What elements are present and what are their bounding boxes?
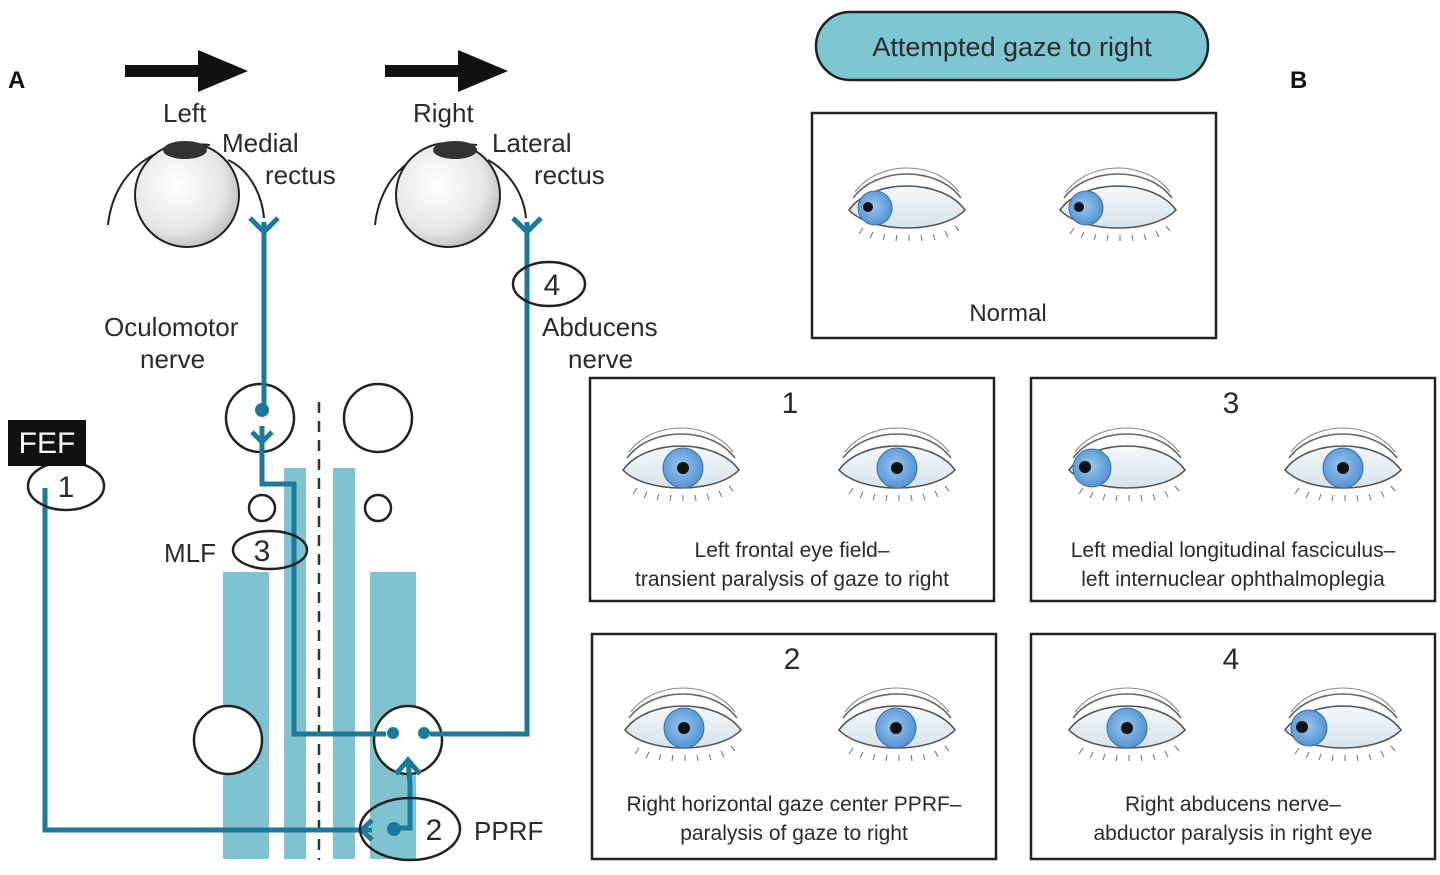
right-eye-label: Right <box>413 98 474 128</box>
lesion-number-3: 3 <box>254 535 271 568</box>
lateral-rectus-label-2: rectus <box>534 160 605 190</box>
case-box-3 <box>1029 376 1437 603</box>
left-eyeball <box>107 141 265 248</box>
pprf-label: PPRF <box>474 816 543 846</box>
case3-right-eye <box>1284 427 1402 502</box>
case4-right-eye <box>1284 687 1402 762</box>
case-caption-1-line2: transient paralysis of gaze to right <box>635 568 949 591</box>
panel-b-title: Attempted gaze to right <box>872 32 1152 62</box>
case-number-1: 1 <box>782 387 799 420</box>
lesion-ring-3 <box>231 529 309 571</box>
gaze-pathway <box>42 216 543 842</box>
fef-box <box>8 420 86 466</box>
abducens-label-2: nerve <box>568 344 633 374</box>
left-eye-label: Left <box>163 98 207 128</box>
medial-rectus-label-2: rectus <box>265 160 336 190</box>
panel-b: B Attempted gaze to right Normal 1 <box>588 10 1437 861</box>
oculomotor-label-2: nerve <box>140 344 205 374</box>
left-small-nucleus <box>247 493 277 523</box>
case1-right-eye <box>838 427 956 502</box>
case1-left-eye <box>622 427 740 502</box>
right-small-nucleus <box>363 493 393 523</box>
case-caption-2-line1: Right horizontal gaze center PPRF– <box>626 793 961 816</box>
case-caption-2-line2: paralysis of gaze to right <box>680 822 908 845</box>
right-oculomotor-nucleus <box>342 382 414 454</box>
abducens-cell-body-2 <box>418 727 430 739</box>
case3-left-eye <box>1068 427 1186 502</box>
case-box-1 <box>588 376 996 603</box>
medial-rectus-label-1: Medial <box>222 128 299 158</box>
case2-right-eye <box>838 687 956 762</box>
normal-right-eye <box>1059 167 1177 242</box>
panel-a-letter: A <box>8 67 25 94</box>
case-caption-1-line1: Left frontal eye field– <box>695 539 890 562</box>
lesion-number-4: 4 <box>544 269 561 302</box>
mlf-band-right <box>333 468 355 859</box>
lesion-ring-2 <box>358 796 462 862</box>
case2-left-eye <box>624 687 742 762</box>
gaze-arrow-right <box>385 50 508 92</box>
lesion-ring-4 <box>511 260 587 308</box>
lesion-number-2: 2 <box>426 814 443 847</box>
mlf-label: MLF <box>164 538 216 568</box>
case-number-3: 3 <box>1223 387 1240 420</box>
case-number-2: 2 <box>784 643 801 676</box>
oculomotor-cell-body <box>255 403 269 417</box>
title-pill <box>814 10 1210 82</box>
case-caption-4-line1: Right abducens nerve– <box>1125 793 1341 816</box>
right-eyeball <box>374 141 527 248</box>
panel-b-letter: B <box>1290 67 1307 94</box>
oculomotor-label-1: Oculomotor <box>104 312 239 342</box>
normal-caption: Normal <box>969 300 1046 327</box>
case-caption-3-line2: left internuclear ophthalmoplegia <box>1081 568 1385 591</box>
fef-label: FEF <box>19 427 76 460</box>
case-box-4 <box>1029 632 1437 861</box>
case-caption-3-line1: Left medial longitudinal fasciculus– <box>1071 539 1396 562</box>
case-number-4: 4 <box>1223 643 1240 676</box>
pprf-cell-body <box>387 822 401 836</box>
case-caption-4-line2: abductor paralysis in right eye <box>1094 822 1373 845</box>
abducens-label-1: Abducens <box>542 312 658 342</box>
normal-left-eye <box>848 167 966 242</box>
left-abducens-nucleus <box>192 704 264 776</box>
lateral-rectus-label-1: Lateral <box>492 128 572 158</box>
lesion-number-1: 1 <box>58 471 75 504</box>
abducens-cell-body-1 <box>387 727 399 739</box>
panel-a: A <box>8 50 658 862</box>
case4-left-eye <box>1068 687 1186 762</box>
gaze-arrow-left <box>125 50 248 92</box>
